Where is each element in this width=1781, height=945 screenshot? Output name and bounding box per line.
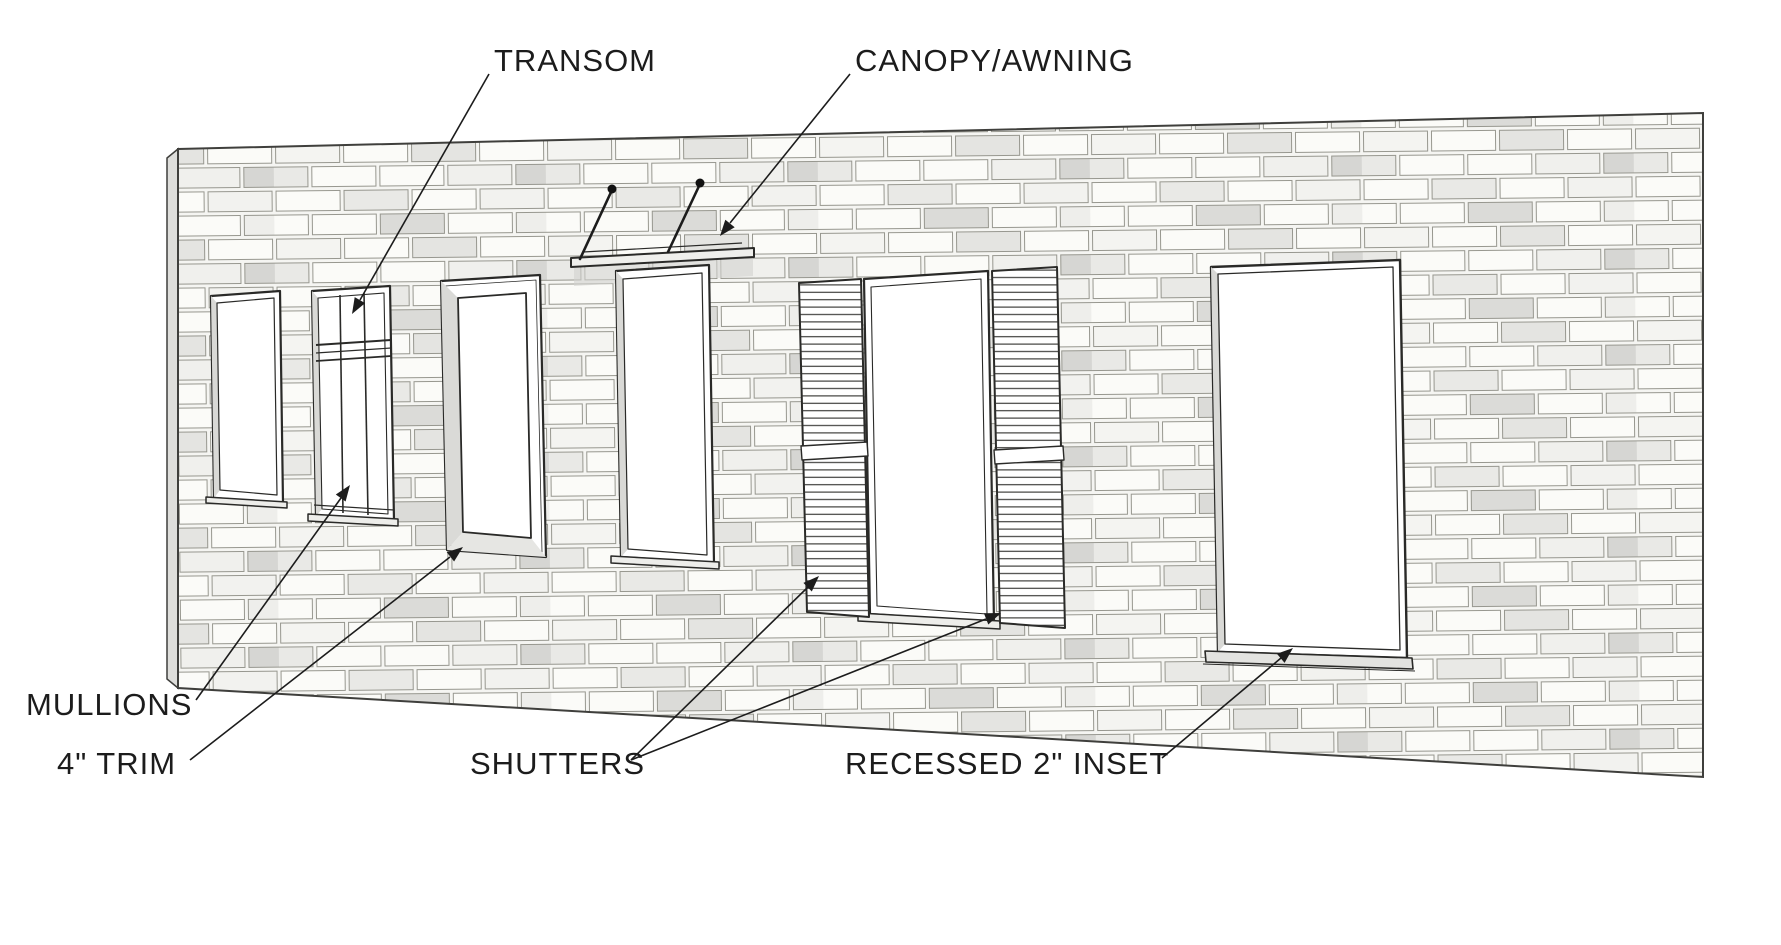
arrowhead-mullions <box>335 485 350 502</box>
shutter-mid-rail <box>993 445 1065 465</box>
window-left-reveal <box>616 271 628 557</box>
shutter-left <box>798 278 870 618</box>
leader-trim <box>189 547 463 761</box>
arrowhead-trim <box>446 547 463 562</box>
recessed-sill <box>1204 650 1414 670</box>
window-recessed <box>1202 258 1416 672</box>
arrowhead-transom <box>352 297 366 314</box>
window-inner-frame <box>216 297 278 496</box>
window-opening <box>862 269 996 624</box>
window-transom-mullions <box>307 284 399 527</box>
label-mullions: MULLIONS <box>26 687 193 722</box>
window-sill <box>307 513 399 527</box>
label-4in-trim: 4" TRIM <box>57 746 177 781</box>
window-inner-frame <box>317 292 389 515</box>
trim-left-shading <box>441 281 463 550</box>
canopy-anchor-right <box>695 178 705 188</box>
window-plain <box>205 289 288 509</box>
window-left-reveal <box>211 296 220 498</box>
window-left-reveal <box>312 291 322 516</box>
window-with-canopy <box>570 178 755 570</box>
leader-mullions <box>195 485 350 701</box>
window-sill <box>205 496 288 509</box>
arrowhead-shutter-right <box>983 613 1001 625</box>
window-with-trim <box>439 273 548 559</box>
shutter-right <box>991 266 1066 629</box>
leader-recessed <box>1161 648 1293 759</box>
leader-canopy <box>720 73 851 236</box>
label-transom: TRANSOM <box>494 43 656 78</box>
canopy-awning <box>570 178 755 268</box>
window-opening <box>209 289 285 505</box>
mullion-bars <box>339 292 369 516</box>
canopy-back-edge <box>582 242 743 253</box>
leader-transom <box>352 73 490 314</box>
arrowhead-recessed <box>1276 648 1293 663</box>
window-left-reveal <box>1211 267 1225 652</box>
trim-bottom-shading <box>447 532 546 557</box>
arrowhead-canopy <box>720 219 735 236</box>
canopy-rod-left <box>578 188 614 261</box>
canopy-anchor-left <box>607 184 617 194</box>
label-recessed-inset: RECESSED 2" INSET <box>845 746 1170 781</box>
shutter-mid-rail <box>800 441 869 461</box>
window-opening <box>310 284 396 523</box>
canopy-rod-right <box>666 182 702 254</box>
arrowhead-shutter-left <box>803 576 819 592</box>
window-with-shutters <box>798 266 1066 630</box>
window-opening <box>1209 258 1409 660</box>
label-canopy-awning: CANOPY/AWNING <box>855 43 1134 78</box>
canopy-slab <box>570 247 755 268</box>
window-opening <box>614 263 716 565</box>
leader-shutters <box>630 576 1001 761</box>
wall-end-face <box>166 147 179 690</box>
window-sill <box>610 555 720 570</box>
window-inset-frame <box>1217 266 1401 651</box>
label-shutters: SHUTTERS <box>470 746 646 781</box>
recessed-sill-line <box>1202 663 1416 672</box>
transom-bar <box>315 339 392 362</box>
window-inner-frame <box>622 272 708 556</box>
window-bottom-rail <box>313 504 395 511</box>
leader-lines <box>189 73 1293 761</box>
window-glass <box>457 292 532 539</box>
window-sill <box>857 612 1001 630</box>
